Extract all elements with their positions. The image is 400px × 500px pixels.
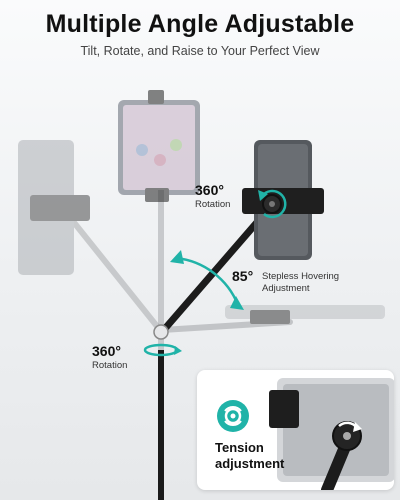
rotation-bottom-caption: Rotation xyxy=(92,360,128,371)
main-tablet xyxy=(242,140,324,260)
hover-value: 85° xyxy=(232,268,254,284)
main-arm xyxy=(158,201,276,336)
ghost-tablet-flat xyxy=(225,305,385,319)
ghost-arm-left xyxy=(18,140,163,333)
stand-pole-lower xyxy=(158,350,164,500)
rotation-top-caption: Rotation xyxy=(195,199,231,210)
tension-detail-art xyxy=(269,378,394,490)
hover-caption-line1: Stepless Hovering xyxy=(262,271,340,282)
ghost-tablet-top xyxy=(118,90,200,202)
rotation-top-value: 360° xyxy=(195,182,224,198)
tension-label: Tension adjustment xyxy=(215,440,305,472)
rotation-bottom-value: 360° xyxy=(92,343,121,359)
page-subtitle: Tilt, Rotate, and Raise to Your Perfect … xyxy=(80,44,320,58)
page-title: Multiple Angle Adjustable xyxy=(45,10,355,38)
top-rotation-arrow xyxy=(261,189,287,219)
tension-label-line2: adjustment xyxy=(215,456,285,471)
base-joint xyxy=(153,324,169,340)
ghost-tablet-left xyxy=(18,140,74,275)
tension-label-line1: Tension xyxy=(215,440,264,455)
hover-caption-line2: Adjustment xyxy=(262,283,310,294)
hover-arc-arrow xyxy=(175,256,240,306)
tension-knob-icon xyxy=(217,400,249,432)
ghost-arm-right xyxy=(159,305,385,333)
tension-inset: Tension adjustment xyxy=(197,370,394,490)
